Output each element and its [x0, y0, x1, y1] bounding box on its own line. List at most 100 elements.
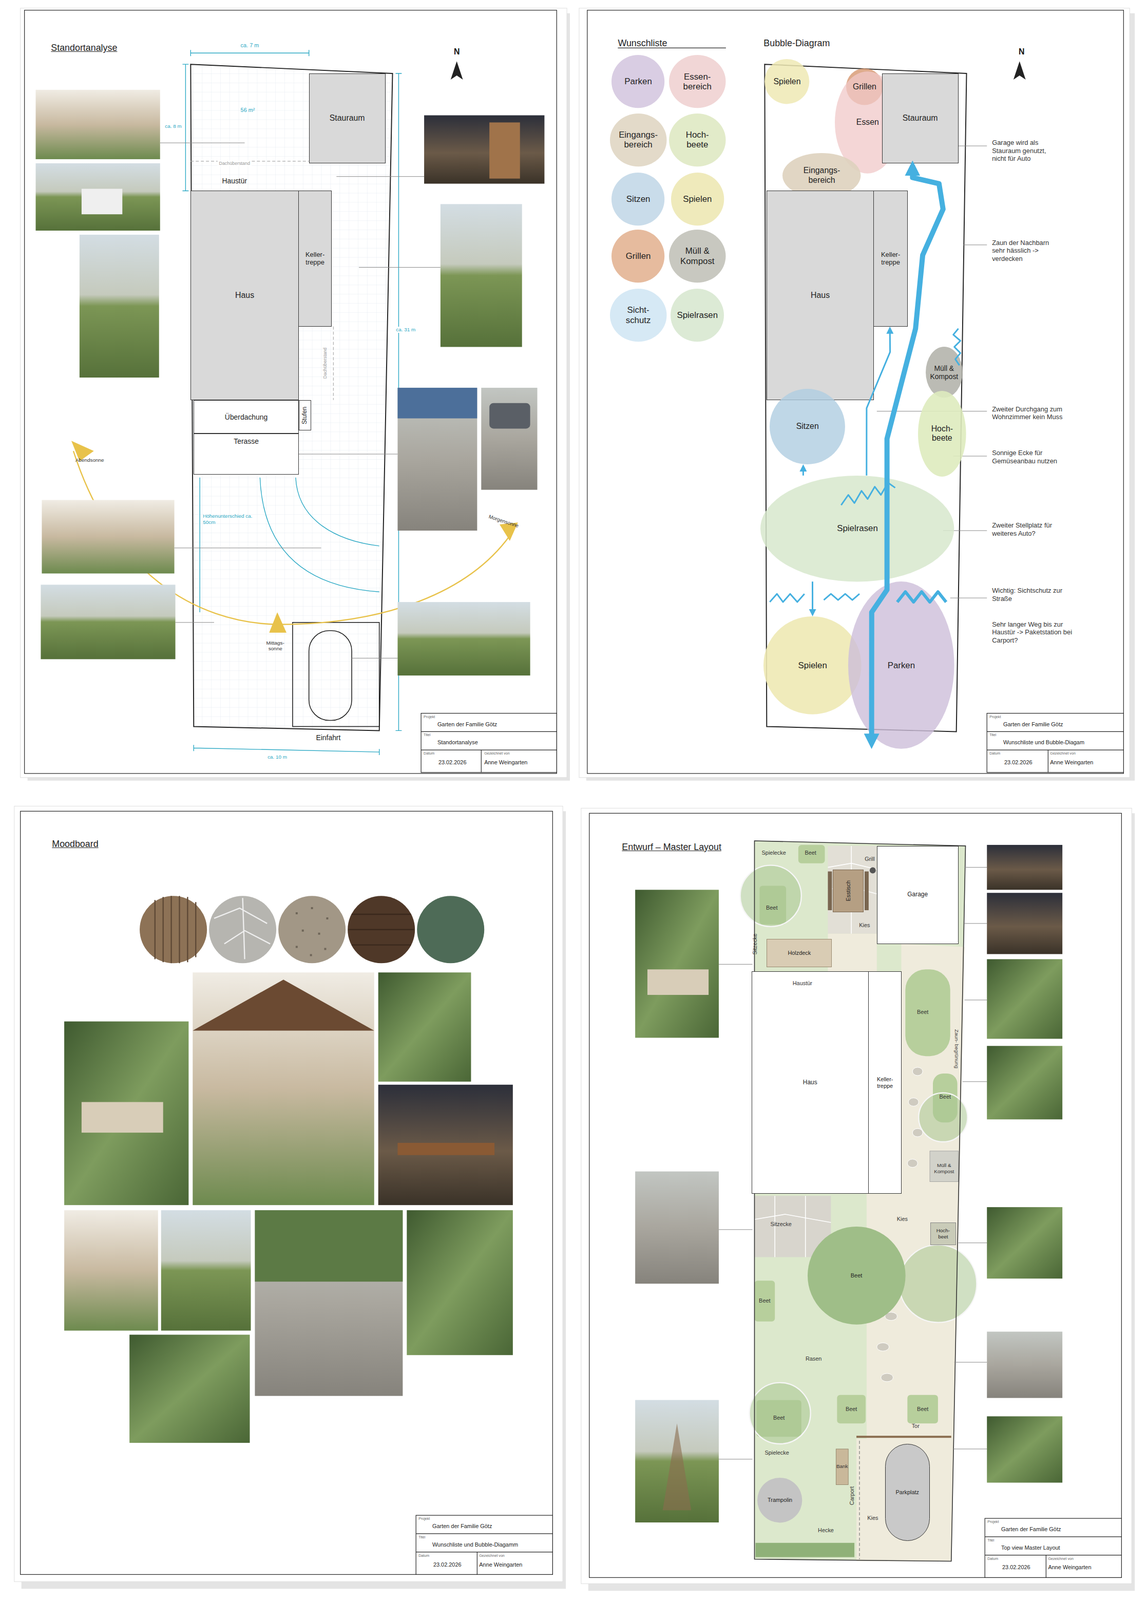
wish-bubble: Sicht- schutz	[609, 288, 667, 342]
title-block-key: Titel	[423, 732, 431, 738]
gravel-area	[827, 933, 877, 972]
layout-photos	[635, 844, 1063, 1522]
leader-line	[962, 1080, 988, 1082]
zone-bubble: Spielen	[763, 616, 862, 715]
title-block-value: Garten der Familie Götz	[432, 1522, 492, 1529]
title-block-key: Titel	[418, 1534, 426, 1540]
title-block-frame	[984, 1517, 1122, 1577]
flow-arrow	[811, 581, 814, 612]
north-arrow	[1013, 61, 1026, 80]
node-label: Parkplatz	[895, 1488, 920, 1496]
building-box: Stauraum	[882, 73, 959, 164]
screen-zigzag	[840, 482, 895, 506]
building-box: Haus	[751, 970, 869, 1194]
flow-arrow	[866, 330, 891, 476]
sheet-heading: Moodboard	[51, 838, 99, 850]
title-block-value: Anne Weingarten	[1049, 758, 1094, 766]
roof-box: Überdachung	[193, 399, 299, 434]
garden-area	[754, 840, 966, 1561]
photo-detail	[489, 122, 521, 179]
wish-bubble: Essen- bereich	[668, 54, 726, 108]
bubble-fill	[609, 288, 667, 342]
sheet-heading: Bubble-Diagram	[763, 37, 830, 49]
plan-label: Beet	[939, 1093, 951, 1100]
trampoline-circle: Trampolin	[757, 1477, 802, 1522]
plan-label: Spielecke	[765, 1448, 790, 1456]
screen-zigzag	[769, 593, 805, 602]
leader-line	[964, 866, 988, 868]
zone-bubble: Müll & Kompost	[925, 346, 963, 398]
photo	[986, 1415, 1063, 1482]
building-box: Haus	[190, 190, 299, 400]
area-label: 56 m²	[240, 106, 256, 114]
bubble-fill	[769, 388, 846, 465]
screen-zigzag	[897, 591, 947, 602]
title-block-value: 23.02.2026	[1002, 1563, 1031, 1571]
bubble-fill	[668, 54, 726, 108]
node-label: Keller- treppe	[300, 251, 331, 267]
bed	[905, 968, 950, 1056]
bubble-fill	[763, 616, 862, 715]
title-block-key: Titel	[989, 732, 997, 738]
node-label: Grillen	[852, 82, 877, 92]
entrance-label: Einfahrt	[315, 733, 341, 742]
swatch-gravel	[278, 895, 346, 963]
node-label: Trampolin	[767, 1496, 793, 1503]
building-box: Keller- treppe	[873, 190, 908, 327]
dimension-line	[182, 64, 189, 191]
dimension-line	[193, 744, 379, 755]
plan-label: Carport	[849, 1485, 856, 1505]
photo-detail	[81, 1101, 164, 1133]
building-box: Stauraum	[309, 73, 386, 164]
sheet-paper	[581, 807, 1132, 1583]
patio-area	[827, 845, 877, 934]
bubble-fill	[609, 113, 667, 167]
title-block-value: Garten der Familie Götz	[1001, 1525, 1061, 1533]
sheet-border	[587, 10, 1124, 774]
swatch-dark-wood	[347, 895, 415, 963]
photo	[79, 234, 160, 378]
photo	[378, 971, 472, 1082]
note: Sehr langer Weg bis zur Haustür -> Paket…	[991, 620, 1080, 644]
tree-canopy	[740, 865, 802, 927]
node-label: Haus	[803, 1078, 818, 1086]
dimension-lines	[182, 49, 402, 755]
title-block-frame	[986, 713, 1124, 773]
node-label: Stauraum	[902, 113, 939, 123]
stepping-stone	[907, 1158, 918, 1168]
title-block-key: Datum	[418, 1553, 430, 1558]
title-block-value: Top view Master Layout	[1001, 1543, 1061, 1551]
dimension-label: ca. 8 m	[163, 123, 183, 130]
title-block-key: Gezeichnet von	[1047, 1556, 1074, 1561]
plan-label: Müll & Kompost	[929, 1161, 959, 1175]
photo	[161, 1209, 252, 1330]
title-block-key: Datum	[423, 751, 435, 756]
bench	[835, 1448, 849, 1485]
photo-detail	[192, 979, 374, 1030]
stepping-stone	[881, 1372, 894, 1382]
leader-line	[160, 142, 245, 144]
node-label: Spielrasen	[836, 523, 878, 533]
plan-label: Beet	[916, 1405, 929, 1412]
bed	[754, 1279, 775, 1321]
bubble-fill	[611, 54, 665, 108]
leader-line	[958, 1241, 988, 1243]
node-label: Eingangs- bereich	[615, 129, 662, 150]
plan-label: Zaun- begrünung	[953, 1028, 960, 1068]
bubble-fill	[670, 288, 724, 342]
photo	[635, 1399, 719, 1522]
dimension-label: ca. 10 m	[265, 753, 289, 760]
level-curve	[259, 477, 379, 592]
zone-bubble: Hoch- beete	[918, 390, 967, 477]
bed	[798, 844, 826, 864]
leader-line	[964, 999, 988, 1000]
bubble-fill	[671, 172, 724, 226]
node-label: Beet	[850, 1271, 863, 1279]
title-block-rule	[415, 1533, 553, 1574]
title-block-key: Gezeichnet von	[1049, 751, 1076, 756]
node-label: Spielrasen	[676, 310, 718, 320]
dimension-label: ca. 7 m	[239, 42, 261, 50]
title-block-key: Projekt	[418, 1516, 430, 1521]
node-label: Spielen	[773, 77, 801, 87]
plan-label: Bank	[836, 1462, 849, 1469]
